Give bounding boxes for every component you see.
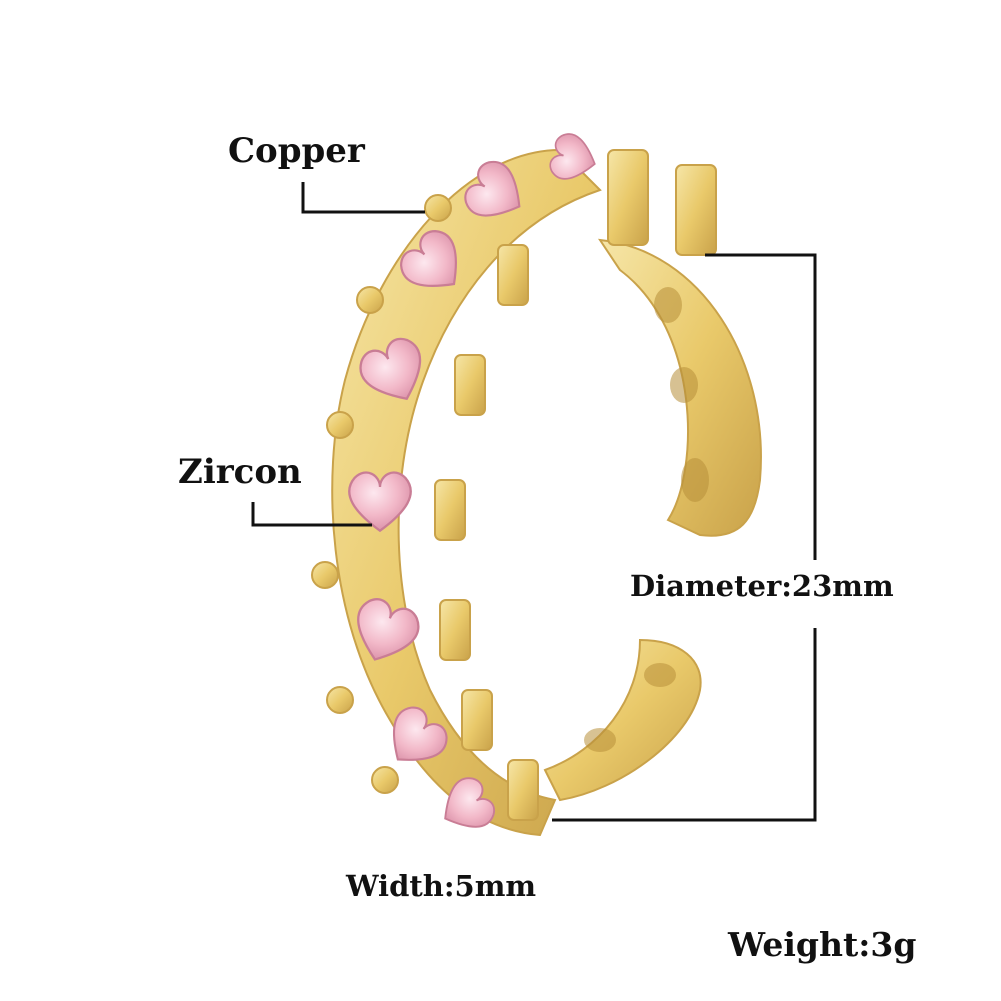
diameter-label: Diameter:23mm	[630, 569, 894, 603]
gold-prongs	[311, 194, 539, 821]
diameter-bottom-line	[552, 628, 817, 822]
ring-top-end	[607, 149, 717, 256]
callout-lines	[251, 182, 817, 822]
weight-label: Weight:3g	[728, 925, 917, 964]
ring-front-band	[331, 148, 602, 837]
ring-back-band	[543, 238, 762, 802]
zircon-label: Zircon	[178, 452, 302, 492]
zircon-callout-line	[251, 502, 372, 527]
copper-label: Copper	[228, 131, 365, 171]
width-label: Width:5mm	[346, 869, 537, 903]
diameter-top-line	[705, 253, 817, 560]
copper-callout-line	[301, 182, 425, 214]
